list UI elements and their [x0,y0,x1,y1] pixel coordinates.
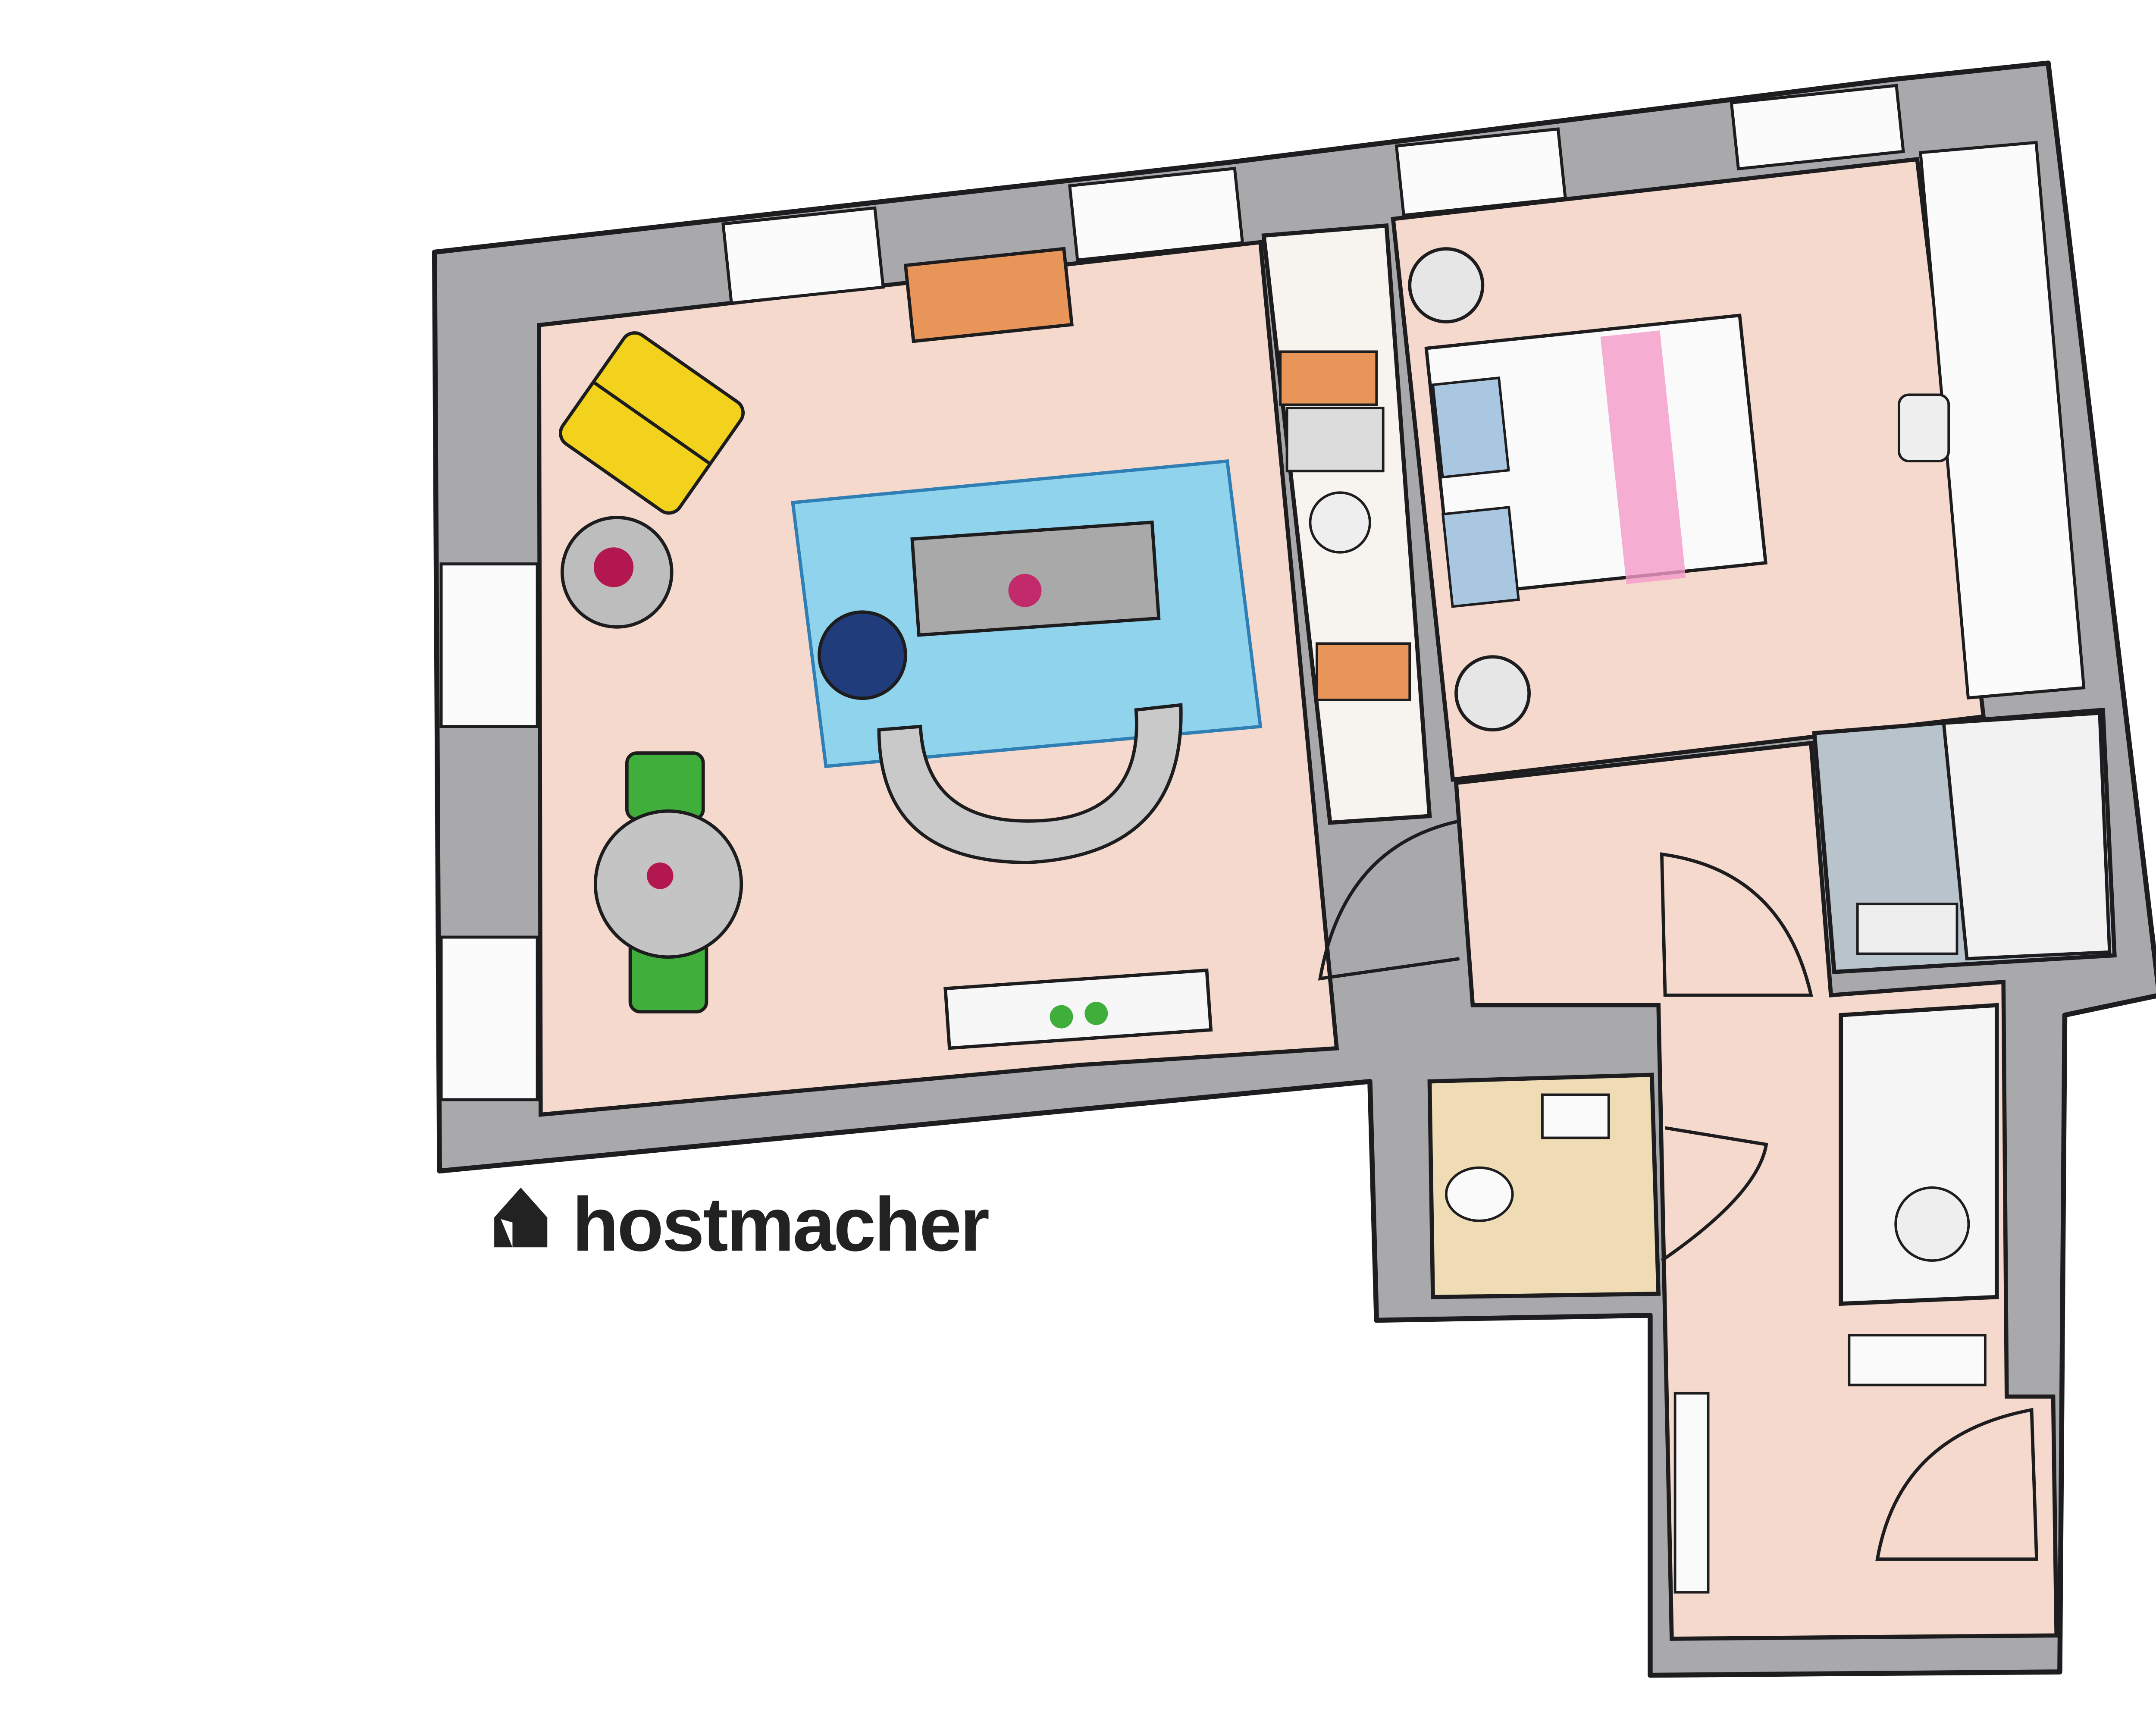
stove [1285,407,1385,473]
shelf [1848,1334,1987,1386]
pillow [1431,376,1510,479]
ottoman [818,610,907,700]
bath-sink [1856,903,1959,955]
door-swing [1660,852,1813,997]
door-swing [1875,1408,2039,1561]
house-icon [494,1187,548,1248]
kitchen-sink [1309,491,1371,554]
plant [1084,1002,1108,1025]
nightstand [1408,247,1485,323]
wardrobe [1673,1392,1710,1594]
sofa [877,703,1183,864]
dining-chair [625,751,705,821]
hallway [1454,740,2059,1641]
nightstand [1454,655,1531,732]
plant [593,547,634,587]
kitchen-cabinet [1279,350,1378,406]
sideboard [943,968,1213,1050]
chair [1897,393,1950,463]
door-swing [1661,1126,1768,1262]
door-swing [1318,819,1460,981]
coffee-table-plant [1008,574,1042,607]
plant [1050,1005,1073,1029]
brand-name: hostmacher [572,1182,989,1267]
washing-machine [1894,1186,1970,1262]
shower [1942,711,2112,961]
wc-sink [1541,1093,1610,1139]
bed-runner [1600,330,1686,584]
kitchen-cabinet [1315,642,1411,701]
hostmacher-logo: hostmacher [494,1182,990,1267]
pillow [1441,506,1520,608]
dining-plant [647,862,674,889]
toilet [1445,1166,1514,1222]
windows [439,84,2086,1101]
armchair [559,331,745,515]
fireplace [903,247,1074,343]
